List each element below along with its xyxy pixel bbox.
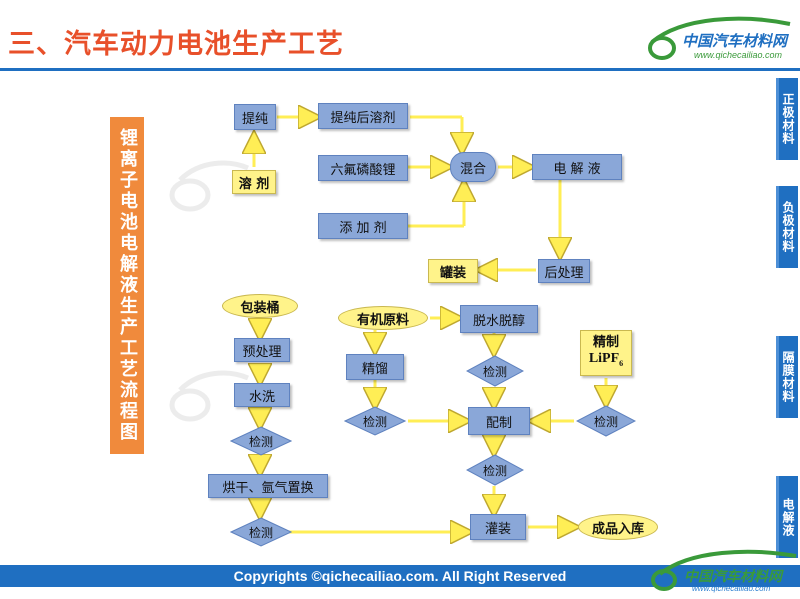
logo-name: 中国汽车材料网	[682, 32, 788, 50]
check-label: 检测	[482, 463, 507, 478]
footer-logo-name: 中国汽车材料网	[684, 569, 782, 585]
step-formulation[interactable]: 配制	[468, 407, 530, 435]
page-title: 三、汽车动力电池生产工艺	[8, 29, 344, 60]
step-drying-argon[interactable]: 烘干、氩气置换	[208, 474, 328, 498]
step-dehydration[interactable]: 脱水脱醇	[460, 305, 538, 333]
step-pretreatment[interactable]: 预处理	[234, 338, 290, 362]
side-tab-electrolyte[interactable]: 电解液	[776, 476, 798, 558]
check-diamond[interactable]: 检测	[576, 405, 636, 437]
side-tab-separator[interactable]: 隔膜材料	[776, 336, 798, 418]
site-logo[interactable]: 中国汽车材料网 www.qichecailiao.com	[612, 12, 798, 64]
check-diamond[interactable]: 检测	[344, 406, 406, 436]
check-diamond[interactable]: 检测	[466, 454, 524, 486]
diagram-vertical-title: 锂离子电池电解液生产工艺流程图	[110, 117, 144, 454]
check-label: 检测	[362, 414, 387, 429]
watermark-logo-icon	[169, 160, 250, 212]
step-refined-lipf6[interactable]: 精制 LiPF6	[580, 330, 632, 376]
step-electrolyte[interactable]: 电 解 液	[532, 154, 622, 180]
check-diamond[interactable]: 检测	[230, 517, 292, 547]
step-canning-top[interactable]: 罐装	[428, 259, 478, 283]
step-additive[interactable]: 添 加 剂	[318, 213, 408, 239]
check-label: 检测	[248, 434, 273, 449]
step-filling[interactable]: 灌装	[470, 514, 526, 540]
footer-logo-url: www.qichecailiao.com	[692, 584, 771, 593]
step-purified-solvent[interactable]: 提纯后溶剂	[318, 103, 408, 129]
footer-logo[interactable]: 中国汽车材料网 www.qichecailiao.com	[640, 546, 798, 596]
step-lipf6-top[interactable]: 六氟磷酸锂	[318, 155, 408, 181]
footer-bar	[0, 565, 800, 587]
step-water-wash[interactable]: 水洗	[234, 383, 290, 407]
step-packaging-drum[interactable]: 包装桶	[222, 294, 298, 318]
logo-swoosh-icon	[651, 549, 797, 591]
side-tab-cathode[interactable]: 正极材料	[776, 78, 798, 160]
step-purification[interactable]: 提纯	[234, 104, 276, 130]
step-post-treatment[interactable]: 后处理	[538, 259, 590, 283]
check-label: 检测	[482, 364, 507, 379]
step-organic-material[interactable]: 有机原料	[338, 306, 428, 330]
refined-label: 精制	[592, 334, 619, 350]
check-diamond[interactable]: 检测	[230, 426, 292, 456]
check-label: 检测	[248, 525, 273, 540]
side-tab-anode[interactable]: 负极材料	[776, 186, 798, 268]
check-diamond[interactable]: 检测	[466, 355, 524, 387]
lipf6-label: LiPF6	[588, 350, 624, 368]
footer-copyright: Copyrights ©qichecailiao.com. All Right …	[233, 568, 567, 584]
logo-url: www.qichecailiao.com	[694, 50, 783, 60]
step-solvent[interactable]: 溶 剂	[232, 170, 276, 194]
check-label: 检测	[593, 414, 618, 429]
step-distillation[interactable]: 精馏	[346, 354, 404, 380]
step-warehousing[interactable]: 成品入库	[578, 514, 658, 540]
header-divider	[0, 68, 800, 71]
watermark-logo-icon	[169, 370, 250, 422]
logo-swoosh-icon	[648, 16, 791, 60]
step-mixing[interactable]: 混合	[450, 152, 496, 182]
